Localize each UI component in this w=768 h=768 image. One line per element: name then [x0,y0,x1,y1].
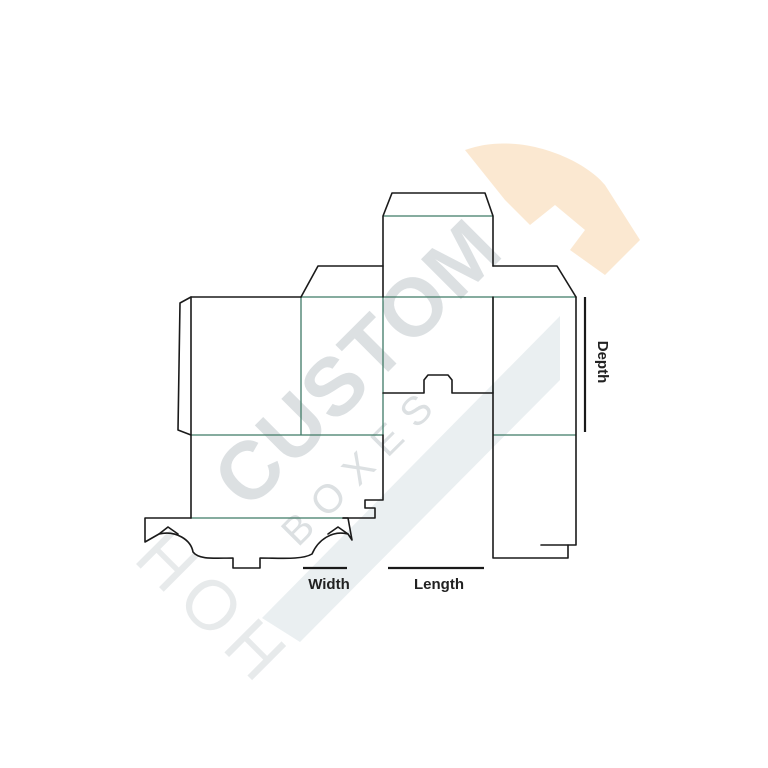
top-dust-flap-right [492,265,577,298]
dimensions: Width Length Depth [303,297,611,593]
bottom-lock-right-scallop [327,526,349,535]
depth-label: Depth [594,341,611,384]
left-side-panel [190,296,302,436]
front-panel-notch [382,296,494,394]
bottom-lock-left-scallop [158,526,179,535]
bottom-lock-flaps [144,517,353,569]
width-label: Width [308,576,350,593]
watermark-logo [465,143,640,275]
cut-lines [144,192,577,569]
watermark: CUSTOM BOXES HOH [121,143,640,702]
top-lid-tuck [382,192,494,298]
watermark-band [262,316,560,642]
length-label: Length [414,576,464,593]
top-dust-flap-left [300,265,384,298]
lower-left-panel [190,434,384,519]
glue-flap [177,296,192,436]
